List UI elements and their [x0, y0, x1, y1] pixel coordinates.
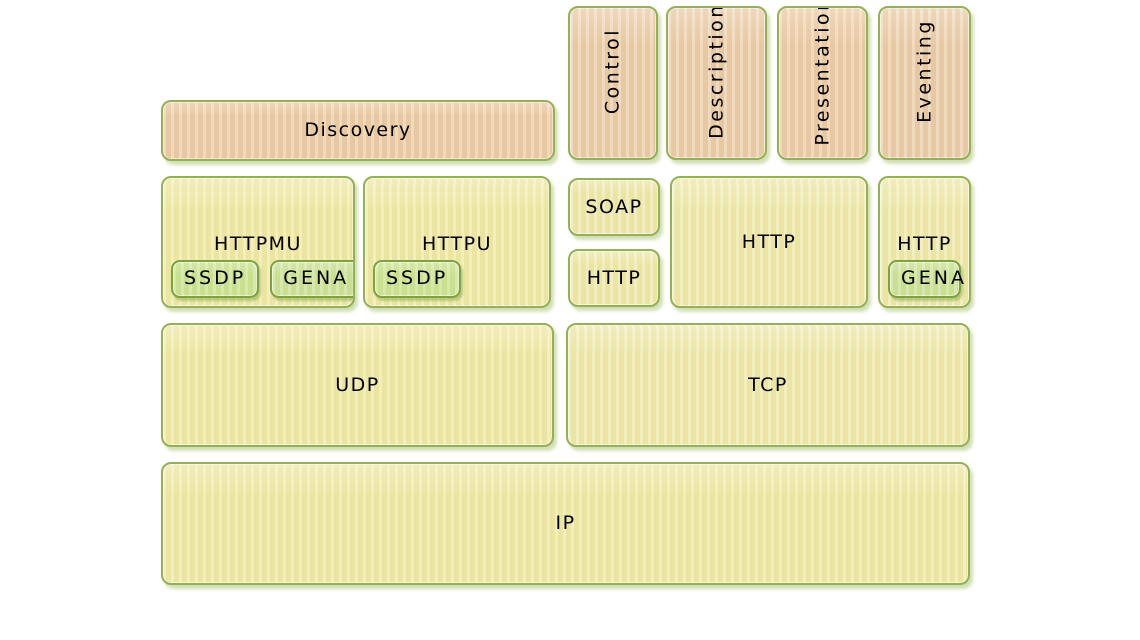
presentation-label: Presentation [811, 6, 834, 146]
httpmu-badge-row: SSDP GENA [163, 260, 353, 306]
eventing-box: Eventing [878, 6, 971, 160]
gena-badge: GENA [888, 260, 964, 298]
udp-box: UDP [161, 323, 554, 447]
description-box: Description [666, 6, 767, 160]
presentation-box: Presentation [777, 6, 868, 160]
tcp-box: TCP [566, 323, 970, 447]
http-main-box: HTTP [670, 176, 868, 308]
control-box: Control [568, 6, 658, 160]
httpmu-label: HTTPMU [214, 233, 302, 256]
soap-box: SOAP [568, 178, 660, 236]
http-under-soap-label: HTTP [586, 266, 642, 289]
discovery-label: Discovery [304, 119, 412, 142]
eventing-label: Eventing [913, 19, 936, 123]
control-label: Control [601, 27, 624, 115]
httpu-box: HTTPU SSDP [363, 176, 551, 308]
http-under-soap-box: HTTP [568, 249, 660, 307]
httpu-label: HTTPU [421, 233, 493, 256]
discovery-box: Discovery [161, 100, 555, 161]
httpu-badge-row: SSDP [365, 260, 549, 306]
httpmu-box: HTTPMU SSDP GENA [161, 176, 355, 308]
ssdp-badge: SSDP [171, 260, 260, 298]
description-label: Description [705, 6, 728, 139]
ip-label: IP [555, 512, 576, 535]
gena-badge: GENA [270, 260, 353, 298]
http-eventing-label: HTTP [897, 233, 952, 256]
tcp-label: TCP [748, 373, 788, 396]
udp-label: UDP [335, 373, 380, 396]
ssdp-badge: SSDP [373, 260, 462, 298]
ip-box: IP [161, 462, 970, 585]
http-eventing-box: HTTP GENA [878, 176, 971, 308]
http-main-label: HTTP [741, 230, 797, 253]
soap-label: SOAP [585, 195, 643, 218]
